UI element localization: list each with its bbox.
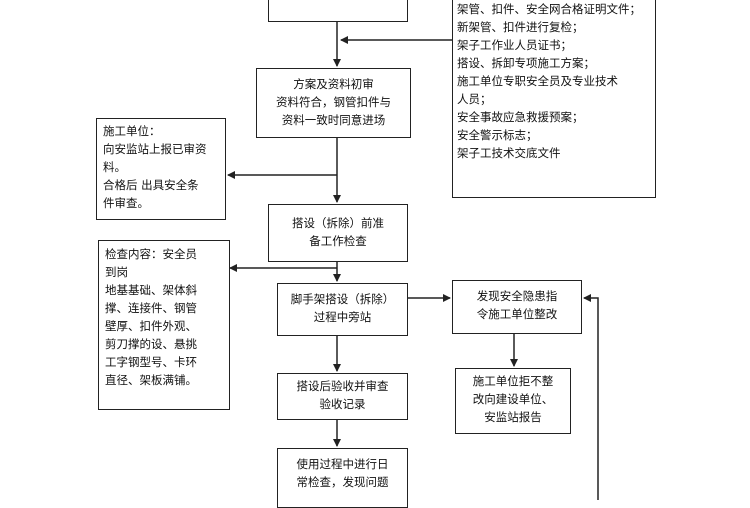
prep-line: 备工作检查 (309, 234, 367, 248)
box-initial-review: 方案及资料初审 资料符合，钢管扣件与 资料一致时同意进场 (256, 68, 411, 138)
docs-line: 架管、扣件、安全网合格证明文件； (457, 2, 641, 16)
box-pre-setup-check: 搭设（拆除）前准 备工作检查 (268, 204, 408, 262)
unit-line: 料。 (103, 160, 126, 174)
daily-line: 常检查，发现问题 (296, 475, 389, 489)
refuse-line: 安监站报告 (484, 410, 542, 424)
inspect-line: 剪刀撑的设、悬挑 (105, 337, 197, 351)
unit-line: 向安监站上报已审资 (103, 142, 207, 156)
box-inspection-content: 检查内容：安全员 到岗 地基基础、架体斜 撑、连接件、钢管 壁厚、扣件外观、 剪… (98, 240, 230, 410)
refuse-line: 施工单位拒不整 (472, 374, 554, 388)
inspect-line: 到岗 (105, 265, 128, 279)
docs-line: 新架管、扣件进行复检； (457, 20, 584, 34)
review-line: 资料一致时同意进场 (281, 113, 386, 127)
station-line: 过程中旁站 (313, 310, 372, 324)
box-required-documents: 架管、扣件、安全网合格证明文件； 新架管、扣件进行复检； 架子工作业人员证书； … (452, 0, 656, 198)
docs-line: 施工单位专职安全员及专业技术 (457, 74, 618, 88)
accept-line: 验收记录 (319, 397, 366, 411)
unit-line: 合格后 出具安全条 (103, 178, 199, 192)
inspect-line: 地基基础、架体斜 (105, 283, 197, 297)
unit-line: 施工单位： (103, 124, 161, 138)
daily-line: 使用过程中进行日 (296, 457, 389, 471)
accept-line: 搭设后验收并审查 (296, 379, 389, 393)
station-line: 脚手架搭设（拆除） (290, 292, 395, 306)
docs-line: 搭设、拆卸专项施工方案； (457, 56, 595, 70)
inspect-line: 壁厚、扣件外观、 (105, 319, 197, 333)
docs-line: 安全事故应急救援预案； (457, 110, 584, 124)
box-hazard-rectification: 发现安全隐患指 令施工单位整改 (452, 280, 582, 334)
box-refusal-report: 施工单位拒不整 改向建设单位、 安监站报告 (455, 368, 571, 434)
box-construction-unit: 施工单位： 向安监站上报已审资 料。 合格后 出具安全条 件审查。 (96, 118, 226, 220)
inspect-line: 撑、连接件、钢管 (105, 301, 197, 315)
box-daily-inspection: 使用过程中进行日 常检查，发现问题 (277, 448, 408, 508)
box-acceptance-check: 搭设后验收并审查 验收记录 (277, 373, 408, 420)
docs-line: 架子工技术交底文件 (457, 146, 561, 160)
unit-line: 件审查。 (103, 196, 149, 210)
arrow-feedback-to-hazard (583, 294, 599, 500)
docs-line: 架子工作业人员证书； (457, 38, 572, 52)
prep-line: 搭设（拆除）前准 (292, 216, 384, 230)
inspect-line: 工字钢型号、卡环 (105, 355, 197, 369)
hazard-line: 发现安全隐患指 (476, 289, 558, 303)
review-line: 资料符合，钢管扣件与 (276, 95, 391, 109)
inspect-line: 检查内容：安全员 (105, 247, 197, 261)
refuse-line: 改向建设单位、 (472, 392, 554, 406)
review-line: 方案及资料初审 (293, 77, 374, 91)
docs-line: 安全警示标志； (457, 128, 538, 142)
box-on-site-supervision: 脚手架搭设（拆除） 过程中旁站 (277, 283, 408, 336)
docs-line: 人员； (457, 92, 492, 106)
inspect-line: 直径、架板满铺。 (105, 373, 197, 387)
box-top (268, 0, 408, 22)
hazard-line: 令施工单位整改 (476, 307, 558, 321)
